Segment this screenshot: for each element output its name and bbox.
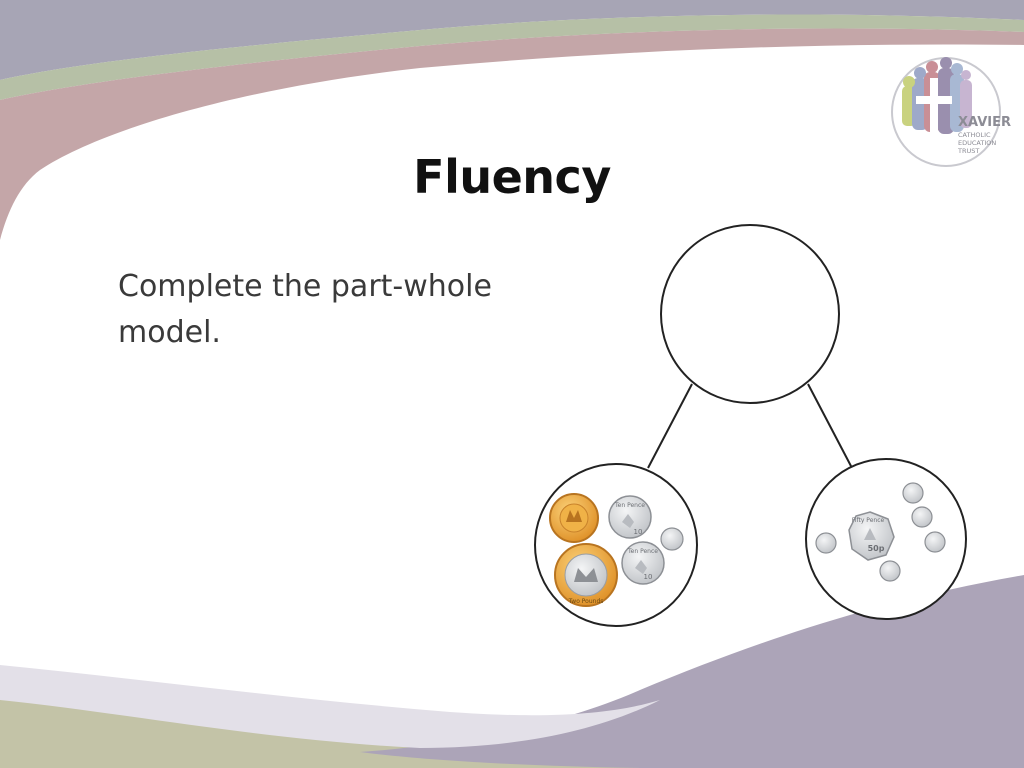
branch-line-right xyxy=(807,383,853,469)
five-pence-coin-icon xyxy=(660,527,684,551)
bottom-band-light xyxy=(0,665,660,748)
bottom-band-purple xyxy=(360,575,1024,768)
cross-icon xyxy=(916,78,952,152)
logo-line3: EDUCATION xyxy=(958,139,996,147)
coin-label: Two Pounds xyxy=(568,598,604,605)
two-pound-coin-gold-icon xyxy=(549,493,599,543)
top-band-green xyxy=(0,14,1024,101)
part-whole-model: Ten Pence 10 Two Pounds Ten Pence 10 Fif… xyxy=(534,224,967,627)
five-pence-coin-icon xyxy=(924,531,946,553)
two-pound-coin-bimetal-icon: Two Pounds xyxy=(554,543,618,607)
top-band-pink xyxy=(0,28,1024,240)
coin-label: Fifty Pence xyxy=(852,517,885,524)
logo-line4: TRUST xyxy=(957,147,979,155)
bottom-band-olive xyxy=(0,670,1024,768)
coin-value: 50p xyxy=(868,544,885,553)
slide-title: Fluency xyxy=(413,150,611,204)
xavier-logo: XAVIER CATHOLIC EDUCATION TRUST xyxy=(890,56,1014,168)
coin-label: Ten Pence xyxy=(614,502,645,509)
ten-pence-coin-icon: Ten Pence 10 xyxy=(608,495,652,539)
five-pence-coin-icon xyxy=(879,560,901,582)
whole-circle[interactable] xyxy=(660,224,840,404)
logo-line1: XAVIER xyxy=(958,115,1011,130)
coin-label: Ten Pence xyxy=(627,548,658,555)
five-pence-coin-icon xyxy=(902,482,924,504)
branch-line-left xyxy=(647,383,693,469)
fifty-pence-coin-icon: Fifty Pence 50p xyxy=(848,511,895,561)
coin-value: 10 xyxy=(644,573,653,581)
coin-value: 10 xyxy=(634,528,643,536)
ten-pence-coin-icon: Ten Pence 10 xyxy=(621,541,665,585)
instruction-text: Complete the part-whole model. xyxy=(118,269,492,350)
top-band-purple xyxy=(0,0,1024,80)
five-pence-coin-icon xyxy=(911,506,933,528)
logo-line2: CATHOLIC xyxy=(958,131,991,139)
five-pence-coin-icon xyxy=(815,532,837,554)
